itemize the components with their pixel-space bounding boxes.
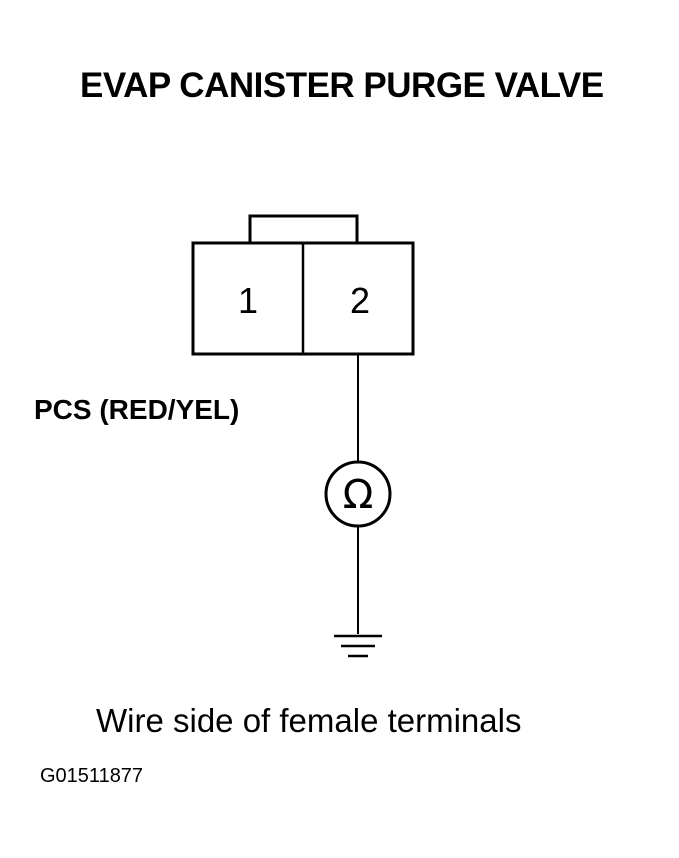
diagram-title: EVAP CANISTER PURGE VALVE bbox=[80, 66, 604, 105]
ohm-symbol: Ω bbox=[343, 472, 374, 518]
ground-icon bbox=[334, 634, 382, 658]
wire-color-label: PCS (RED/YEL) bbox=[34, 394, 240, 425]
connector-lock-tab bbox=[248, 214, 359, 245]
ohmmeter-icon: Ω bbox=[324, 460, 392, 528]
terminal-2-label: 2 bbox=[350, 280, 370, 321]
figure-id: G01511877 bbox=[40, 765, 144, 787]
diagram-caption: Wire side of female terminals bbox=[96, 702, 522, 739]
terminal-1-label: 1 bbox=[238, 280, 258, 321]
